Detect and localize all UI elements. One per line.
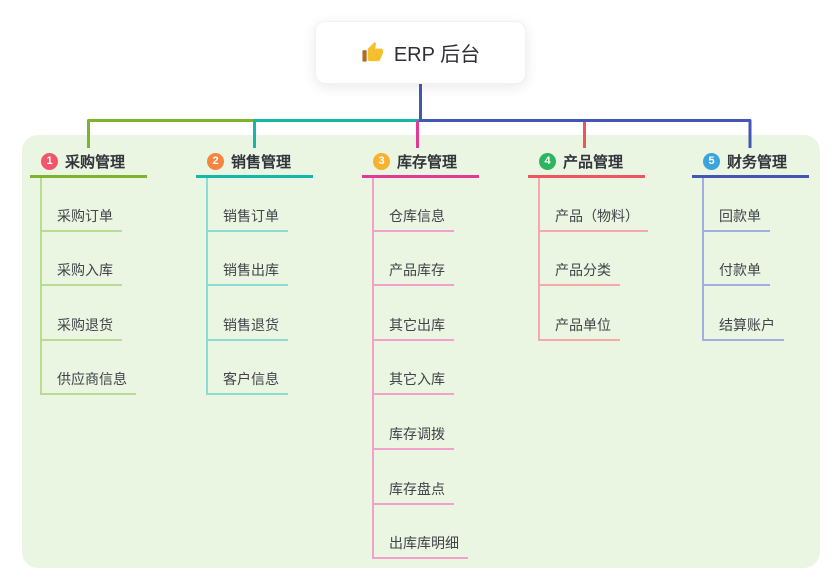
- branch-number-badge: 4: [539, 152, 556, 170]
- child-node[interactable]: 产品库存: [372, 254, 454, 287]
- child-node[interactable]: 采购退货: [40, 309, 122, 341]
- branch-label: 财务管理: [727, 153, 788, 171]
- child-node[interactable]: 库存盘点: [372, 473, 454, 505]
- branch-label: 采购管理: [65, 153, 126, 171]
- child-node[interactable]: 产品单位: [538, 309, 620, 341]
- child-node[interactable]: 其它出库: [372, 309, 454, 341]
- child-node[interactable]: 销售退货: [206, 309, 288, 341]
- root-label: ERP 后台: [393, 44, 481, 66]
- child-node[interactable]: 库存调拨: [372, 418, 454, 450]
- branch-number-badge: 3: [373, 152, 390, 170]
- child-node[interactable]: 供应商信息: [40, 363, 136, 396]
- branches-panel: [22, 135, 820, 568]
- child-node[interactable]: 销售出库: [206, 254, 288, 287]
- root-node[interactable]: ERP 后台: [315, 21, 526, 84]
- child-node[interactable]: 产品（物料）: [538, 200, 648, 232]
- branch-number-badge: 1: [41, 152, 58, 170]
- child-node[interactable]: 采购订单: [40, 200, 122, 232]
- branch-children-line: [702, 178, 704, 341]
- branch-number-badge: 2: [207, 152, 224, 170]
- branch-children-line: [372, 178, 374, 560]
- child-node[interactable]: 销售订单: [206, 200, 288, 232]
- branch-label: 库存管理: [397, 153, 458, 171]
- child-node[interactable]: 其它入库: [372, 363, 454, 396]
- thumbs-up-icon: [362, 41, 383, 62]
- branch-node-1[interactable]: 1 采购管理: [30, 147, 147, 178]
- child-node[interactable]: 仓库信息: [372, 200, 454, 232]
- child-node[interactable]: 采购入库: [40, 254, 122, 287]
- child-node[interactable]: 产品分类: [538, 254, 620, 287]
- child-node[interactable]: 回款单: [702, 200, 770, 232]
- child-node[interactable]: 结算账户: [702, 309, 784, 341]
- branch-node-5[interactable]: 5 财务管理: [692, 147, 809, 178]
- branch-number-badge: 5: [703, 152, 720, 170]
- branch-label: 产品管理: [563, 153, 624, 171]
- branch-node-3[interactable]: 3 库存管理: [362, 147, 479, 178]
- child-node[interactable]: 付款单: [702, 254, 770, 287]
- child-node[interactable]: 客户信息: [206, 363, 288, 396]
- branch-children-line: [206, 178, 208, 396]
- branch-node-4[interactable]: 4 产品管理: [528, 147, 645, 178]
- branch-children-line: [40, 178, 42, 396]
- child-node[interactable]: 出库库明细: [372, 527, 468, 560]
- branch-node-2[interactable]: 2 销售管理: [196, 147, 313, 178]
- branch-label: 销售管理: [231, 153, 292, 171]
- branch-children-line: [538, 178, 540, 341]
